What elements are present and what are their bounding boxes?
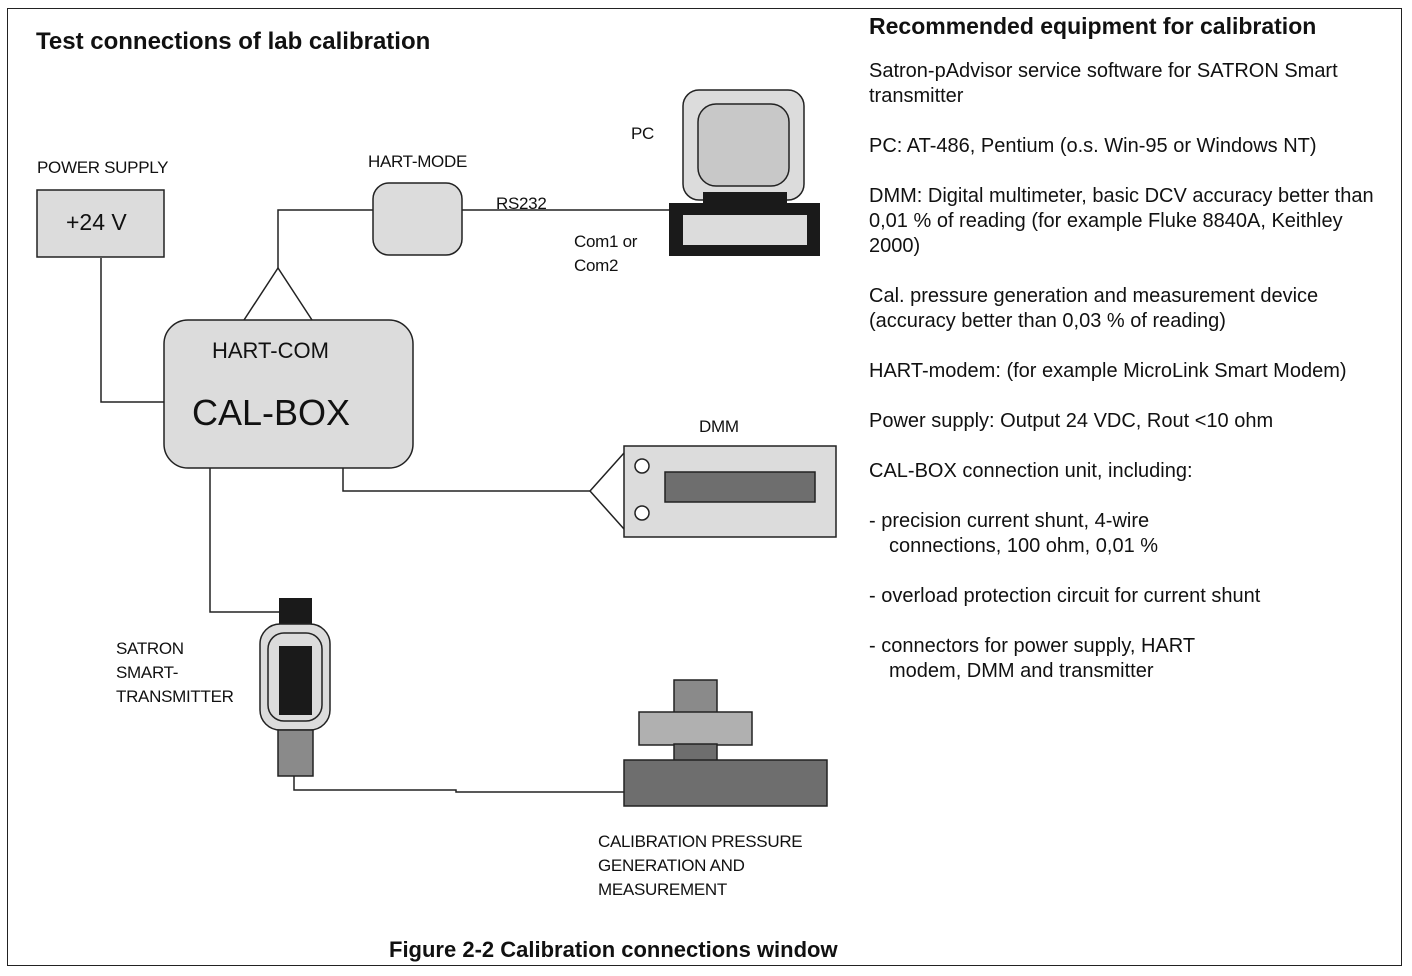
wire-calbox-dmm (342, 468, 590, 492)
transmitter-label-2: SMART- (116, 663, 179, 682)
dmm-icon (623, 445, 837, 538)
pressure-label-3: MEASUREMENT (598, 880, 727, 899)
power-supply-value: +24 V (66, 209, 127, 235)
pressure-label-1: CALIBRATION PRESSURE (598, 832, 803, 851)
power-supply-label: POWER SUPPLY (37, 158, 169, 177)
equipment-item: PC: AT-486, Pentium (o.s. Win-95 or Wind… (869, 135, 1317, 157)
pressure-calibrator-icon (623, 679, 828, 807)
wires (100, 209, 669, 793)
cal-box-top-label: HART-COM (212, 338, 329, 363)
equipment-subitem: - connectors for power supply, HART mode… (869, 634, 1374, 684)
com-label-line1: Com1 or (574, 232, 638, 251)
subitem-line: - precision current shunt, 4-wire (869, 510, 1150, 532)
pc-icon (669, 89, 820, 256)
equipment-item: HART-modem: (for example MicroLink Smart… (869, 360, 1347, 382)
figure-caption: Figure 2-2 Calibration connections windo… (389, 937, 838, 962)
wire-calbox-transmitter (209, 468, 279, 613)
wire-calbox-fork (243, 266, 313, 321)
rs232-label: RS232 (496, 194, 547, 213)
equipment-subitem: - precision current shunt, 4-wire connec… (869, 509, 1374, 559)
equipment-item: DMM: Digital multimeter, basic DCV accur… (869, 185, 1374, 257)
equipment-heading: Recommended equipment for calibration (869, 13, 1317, 39)
equipment-item: Power supply: Output 24 VDC, Rout <10 oh… (869, 410, 1274, 432)
equipment-item: CAL-BOX connection unit, including: (869, 460, 1193, 482)
transmitter-label-3: TRANSMITTER (116, 687, 234, 706)
transmitter-label-1: SATRON (116, 639, 184, 658)
transmitter-icon (259, 598, 331, 777)
subitem-line: connections, 100 ohm, 0,01 % (889, 535, 1159, 557)
wire-power-calbox (100, 258, 166, 403)
subitem-line: modem, DMM and transmitter (889, 660, 1154, 682)
power-supply-box (36, 189, 165, 258)
pc-label: PC (631, 124, 655, 143)
equipment-subitem: - overload protection circuit for curren… (869, 584, 1374, 609)
wire-dmm-fork (588, 452, 625, 530)
cal-box-main-label: CAL-BOX (192, 392, 351, 433)
equipment-item: Cal. pressure generation and measurement… (869, 285, 1319, 332)
diagram-title: Test connections of lab calibration (36, 28, 431, 55)
subitem-line: - overload protection circuit for curren… (869, 585, 1261, 607)
dmm-label: DMM (699, 417, 739, 436)
hart-modem-label: HART-MODE (368, 152, 467, 171)
wire-calbox-hartmodem (277, 209, 375, 268)
pressure-label-2: GENERATION AND (598, 856, 745, 875)
equipment-item: Satron-pAdvisor service software for SAT… (869, 60, 1338, 107)
figure-frame (7, 8, 1402, 966)
subitem-line: - connectors for power supply, HART (869, 635, 1196, 657)
hart-modem-box (372, 182, 463, 256)
wire-transmitter-pressure (293, 776, 625, 793)
equipment-panel: Recommended equipment for calibration Sa… (869, 14, 1374, 709)
cal-box (163, 319, 414, 469)
com-label-line2: Com2 (574, 256, 619, 275)
